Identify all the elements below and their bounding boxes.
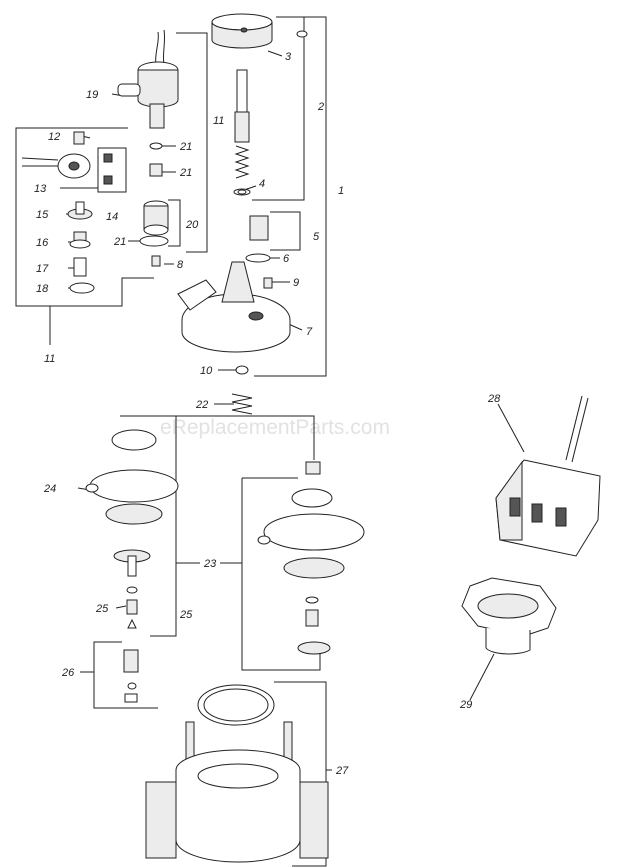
callout-13: 13 bbox=[34, 183, 47, 195]
callout-21-a: 21 bbox=[179, 141, 192, 153]
part-4-5-6-8-9-small-parts bbox=[151, 189, 273, 289]
part-28-solenoid-coil bbox=[495, 395, 601, 557]
part-2-plunger-stem bbox=[233, 69, 251, 196]
callout-12: 12 bbox=[48, 131, 60, 143]
callout-24: 24 bbox=[43, 483, 56, 495]
callout-26: 26 bbox=[61, 667, 75, 679]
callout-2: 2 bbox=[317, 101, 324, 113]
callout-20: 20 bbox=[185, 219, 199, 231]
watermark: eReplacementParts.com bbox=[160, 416, 390, 439]
callout-16: 16 bbox=[36, 237, 49, 249]
callout-1: 1 bbox=[338, 185, 344, 197]
part-29-adapter-nut bbox=[461, 577, 557, 655]
callout-29: 29 bbox=[459, 699, 472, 711]
part-12-13-14-coil-parts bbox=[21, 131, 127, 193]
callout-11-upper: 11 bbox=[213, 115, 224, 127]
part-15-18-pilot-parts bbox=[67, 201, 95, 294]
bracket-lines bbox=[15, 16, 525, 867]
part-27-valve-body bbox=[145, 684, 329, 863]
callout-15: 15 bbox=[36, 209, 49, 221]
callout-17: 17 bbox=[36, 263, 49, 275]
callout-21-b: 21 bbox=[179, 167, 192, 179]
callout-7: 7 bbox=[306, 326, 313, 338]
callout-14: 14 bbox=[106, 211, 118, 223]
callout-labels: 1 2 3 4 5 6 7 8 9 10 11 11 12 13 14 15 1… bbox=[34, 51, 501, 777]
part-7-bonnet bbox=[177, 261, 291, 353]
callout-6: 6 bbox=[283, 253, 290, 265]
part-23-diaphragm-right bbox=[257, 461, 365, 655]
callout-5: 5 bbox=[313, 231, 320, 243]
callout-4: 4 bbox=[259, 178, 265, 190]
callout-27: 27 bbox=[335, 765, 349, 777]
part-21-rings bbox=[139, 142, 169, 247]
callout-25-a: 25 bbox=[95, 603, 109, 615]
callout-10: 10 bbox=[200, 365, 213, 377]
part-20-adapter bbox=[143, 200, 169, 236]
part-3-cap bbox=[211, 13, 308, 49]
callout-19: 19 bbox=[86, 89, 98, 101]
callout-8: 8 bbox=[177, 259, 184, 271]
part-24-diaphragm-left bbox=[85, 429, 179, 703]
callout-23: 23 bbox=[203, 558, 217, 570]
callout-28: 28 bbox=[487, 393, 501, 405]
callout-21-c: 21 bbox=[113, 236, 126, 248]
callout-25-b: 25 bbox=[179, 609, 193, 621]
callout-11-lower: 11 bbox=[44, 353, 55, 365]
callout-3: 3 bbox=[285, 51, 292, 63]
part-19-solenoid bbox=[117, 29, 179, 129]
callout-22: 22 bbox=[195, 399, 208, 411]
part-10-22-spring bbox=[231, 365, 253, 415]
callout-9: 9 bbox=[293, 277, 299, 289]
callout-18: 18 bbox=[36, 283, 49, 295]
